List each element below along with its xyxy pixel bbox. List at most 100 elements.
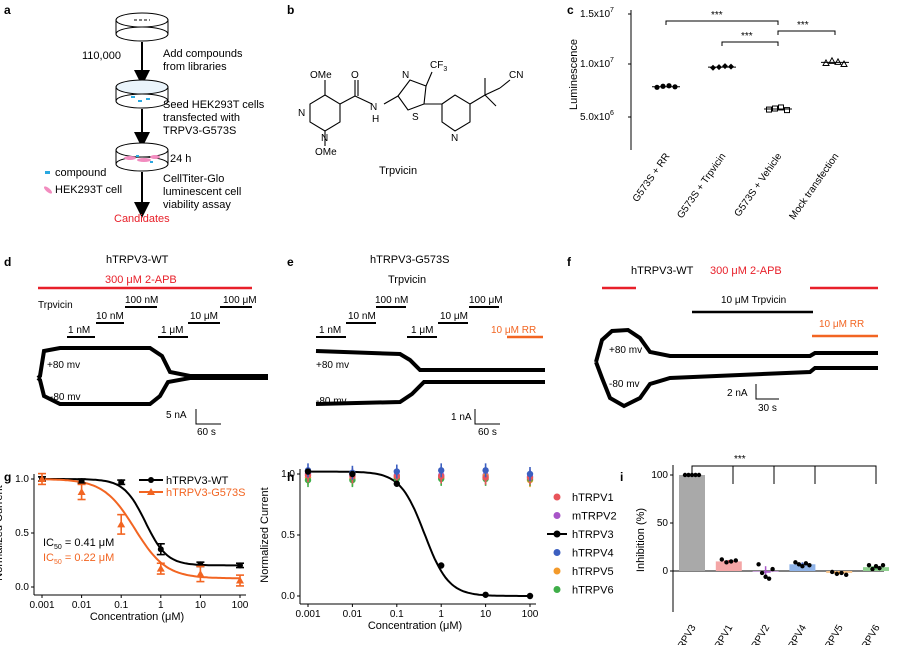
panel-a: a 110,000 Add compounds from libraries S… xyxy=(4,3,265,225)
c-point xyxy=(722,63,728,70)
h-point xyxy=(482,467,489,474)
c-ylabel: Luminescence xyxy=(568,39,580,110)
d-conc-2: 10 nM xyxy=(96,311,124,322)
f-agonist: 300 μM 2-APB xyxy=(710,265,782,277)
g-ic50-wt: IC50 = 0.41 μM xyxy=(43,537,114,551)
i-category-label: hTRPV6 xyxy=(854,623,883,645)
f-scalebar xyxy=(755,384,779,400)
f-trace-pos xyxy=(594,327,878,363)
legend-compound: compound xyxy=(55,167,106,179)
legend-cell: HEK293T cell xyxy=(55,184,122,196)
e-conc-2: 10 nM xyxy=(348,311,376,322)
e-trace-neg xyxy=(315,380,545,406)
i-point xyxy=(763,574,768,579)
i-point xyxy=(719,557,724,562)
i-point xyxy=(800,564,805,569)
h-legend-marker xyxy=(553,530,561,538)
candidates-label: Candidates xyxy=(114,213,170,225)
h-legend-label: hTRPV3 xyxy=(572,529,614,541)
i-point xyxy=(796,562,802,567)
f-vneg: -80 mv xyxy=(609,379,640,390)
c-point xyxy=(666,83,672,89)
i-point xyxy=(696,472,702,478)
y-tick-label: 0.0 xyxy=(281,591,295,602)
c-category-label: G573S + Vehicle xyxy=(733,151,785,219)
g-point xyxy=(118,479,125,486)
atom-nh-h: H xyxy=(372,114,379,125)
h-legend-marker xyxy=(553,512,561,519)
e-scalebar xyxy=(474,409,500,425)
h-point xyxy=(393,480,400,487)
atom-cn: CN xyxy=(509,70,523,81)
h-curves xyxy=(308,470,530,597)
e-vpos: +80 mv xyxy=(316,360,349,371)
g-point xyxy=(117,520,126,528)
i-sig: *** xyxy=(734,454,746,465)
panel-label-h: h xyxy=(287,470,294,484)
cell-legend-icon xyxy=(43,186,53,194)
x-tick-label: 1 xyxy=(438,609,444,620)
c-point xyxy=(772,105,778,112)
h-point xyxy=(438,562,445,569)
panel-label-f: f xyxy=(567,255,572,269)
g-point xyxy=(156,564,165,572)
step3-line3: viability assay xyxy=(163,199,231,211)
g-point xyxy=(157,546,164,553)
i-y-axis-label: Inhibition (%) xyxy=(635,508,647,572)
x-tick-label: 0.01 xyxy=(72,600,92,611)
d-conc-6: 100 μM xyxy=(223,295,257,306)
d-conc-5: 10 μM xyxy=(190,311,218,322)
incubation-time: 24 h xyxy=(170,153,191,165)
step3-line1: CellTiter-Glo xyxy=(163,173,224,185)
f-trace-neg xyxy=(594,361,878,409)
i-point xyxy=(689,472,695,478)
i-point xyxy=(724,560,729,565)
c-point xyxy=(778,104,784,111)
g-legend-label: hTRPV3-G573S xyxy=(166,487,245,499)
panel-f: f hTRPV3-WT 300 μM 2-APB 10 μM Trpvicin … xyxy=(567,255,878,414)
c-sig-bracket xyxy=(777,30,836,35)
step3-line2: luminescent cell xyxy=(163,186,241,198)
f-trpvicin-label: 10 μM Trpvicin xyxy=(721,295,786,306)
i-point xyxy=(682,472,688,478)
atom-ome-1: OMe xyxy=(310,70,332,81)
h-point xyxy=(438,467,445,474)
compound-name: Trpvicin xyxy=(379,165,417,177)
panel-d: d hTRPV3-WT 300 μM 2-APB Trpvicin 1 nM 1… xyxy=(4,254,268,438)
i-point xyxy=(870,566,875,572)
e-title: hTRPV3-G573S xyxy=(370,254,449,266)
compound-legend-icon xyxy=(45,171,50,174)
y-tick-label: 1.0 xyxy=(15,474,29,485)
i-point xyxy=(686,472,691,478)
c-category-label: G573S + RR xyxy=(631,151,673,204)
h-legend-marker xyxy=(553,586,561,593)
i-point xyxy=(759,570,765,576)
h-legend-label: hTRPV1 xyxy=(572,492,614,504)
c-sig-bracket xyxy=(721,41,779,46)
x-tick-label: 0.001 xyxy=(295,609,320,620)
x-axis-label: Concentration (μM) xyxy=(90,611,184,623)
x-tick-label: 0.001 xyxy=(29,600,54,611)
dish-with-cells-icon xyxy=(115,142,169,172)
h-point xyxy=(482,474,489,481)
d-scale-y: 5 nA xyxy=(166,410,187,421)
h-point xyxy=(304,468,312,475)
i-point xyxy=(873,564,879,569)
y-axis-label: Normalized Current xyxy=(259,487,271,582)
trpvicin-structure xyxy=(309,71,511,146)
i-point xyxy=(807,563,812,568)
h-legend-marker xyxy=(553,549,561,556)
h-point xyxy=(526,470,534,478)
step1-line1: Add compounds xyxy=(163,48,243,60)
y-tick-label: 0.0 xyxy=(15,582,29,593)
i-sig-bracket xyxy=(691,465,877,484)
h-legend-marker xyxy=(553,567,561,575)
f-vpos: +80 mv xyxy=(609,345,642,356)
step1-line2: from libraries xyxy=(163,61,227,73)
e-conc-4: 1 μM xyxy=(411,325,433,336)
